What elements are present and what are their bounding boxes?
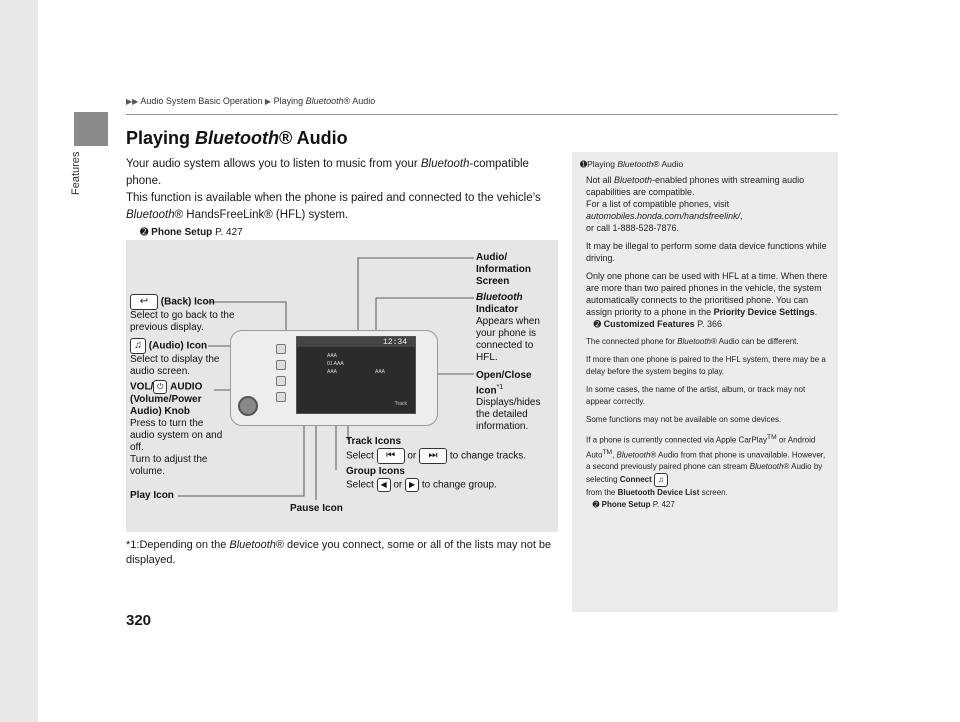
page-number: 320 — [126, 612, 152, 629]
header-rule — [126, 114, 838, 115]
label-play-icon: Play Icon — [130, 490, 174, 501]
sidebar-paragraph-1: Not all Bluetooth-enabled phones with st… — [586, 175, 805, 233]
next-group-icon: ▶ — [405, 478, 420, 492]
label-audio-screen: Audio/ Information Screen — [476, 252, 531, 287]
breadcrumb-part1: Audio System Basic Operation — [140, 96, 263, 106]
page-title: Playing Bluetooth® Audio — [126, 128, 348, 148]
sidebar-paragraph-7: Some functions may not be available on s… — [586, 415, 782, 424]
sidebar-paragraph-3: Only one phone can be used with HFL at a… — [586, 271, 828, 329]
sidebar-paragraph-8: If a phone is currently connected via Ap… — [586, 434, 826, 510]
sidebar-header: ➊Playing Bluetooth® Audio — [580, 159, 684, 169]
next-track-icon: ⏭ — [419, 448, 448, 464]
breadcrumb-part2-suffix: ® Audio — [343, 96, 376, 106]
sidebar-paragraph-5: If more than one phone is paired to the … — [586, 355, 826, 376]
previous-track-icon: ⏮ — [376, 448, 405, 464]
label-pause-icon: Pause Icon — [290, 503, 343, 514]
screen-clock: 12:34 — [382, 338, 407, 347]
phone-button[interactable] — [276, 392, 286, 402]
breadcrumb-arrow-icon: ▶▶ — [126, 97, 139, 106]
sidebar-paragraph-2: It may be illegal to perform some data d… — [586, 241, 827, 263]
label-track-icons: Track Icons Select ⏮ or ⏭ to change trac… — [346, 436, 554, 464]
back-button[interactable] — [276, 360, 286, 370]
back-icon: ↩ — [130, 294, 158, 310]
breadcrumb-part2-prefix: Playing — [273, 96, 306, 106]
sidebar-paragraph-6: In some cases, the name of the artist, a… — [586, 385, 806, 406]
audio-note-icon: ♫ — [130, 338, 146, 354]
previous-group-icon: ◀ — [376, 478, 391, 492]
chapter-tab-marker — [74, 112, 108, 146]
side-button-column — [276, 344, 288, 408]
screen-status-bar — [297, 337, 415, 347]
home-button[interactable] — [276, 344, 286, 354]
audio-system-figure: 12:34 AAA 01 AAA AAA AAA Track Audio/ In… — [126, 240, 558, 532]
screen-row: 01 AAA — [327, 361, 344, 367]
vol-audio-knob[interactable] — [238, 396, 258, 416]
reference-arrow-icon: ➋ — [593, 319, 602, 329]
label-vol-knob: VOL/⏻ AUDIO (Volume/Power Audio) Knob Pr… — [130, 380, 223, 477]
audio-information-screen: 12:34 AAA 01 AAA AAA AAA Track — [296, 336, 416, 414]
screen-row: AAA — [327, 353, 338, 359]
audio-note-icon: ♫ — [654, 473, 669, 488]
note-marker-icon: ➊ — [580, 159, 588, 169]
phone-setup-reference: ➋ Phone Setup P. 427 — [140, 227, 243, 238]
screen-track-label: Track — [394, 401, 407, 407]
sidebar-notes: ➊Playing Bluetooth® Audio Not all Blueto… — [572, 152, 838, 612]
intro-line1: Your audio system allows you to listen t… — [126, 158, 529, 187]
section-tab-label: Features — [70, 152, 82, 196]
reference-arrow-icon: ➋ — [140, 227, 149, 238]
breadcrumb: ▶▶ Audio System Basic Operation ▶ Playin… — [126, 96, 375, 106]
reference-arrow-icon: ➋ — [592, 500, 600, 510]
power-icon: ⏻ — [153, 380, 168, 394]
audio-button[interactable] — [276, 376, 286, 386]
footnote: *1:Depending on the Bluetooth® device yo… — [126, 539, 552, 566]
breadcrumb-part2-italic: Bluetooth — [305, 96, 344, 106]
intro-line2: This function is available when the phon… — [126, 192, 541, 221]
intro-text: Your audio system allows you to listen t… — [126, 156, 561, 241]
label-group-icons: Group Icons Select ◀ or ▶ to change grou… — [346, 466, 497, 492]
screen-row: AAA — [327, 369, 338, 375]
breadcrumb-arrow-icon: ▶ — [264, 97, 272, 106]
sidebar-paragraph-4: The connected phone for Bluetooth® Audio… — [586, 337, 799, 346]
screen-row: AAA — [375, 369, 386, 375]
chapter-tab-strip — [0, 0, 38, 722]
